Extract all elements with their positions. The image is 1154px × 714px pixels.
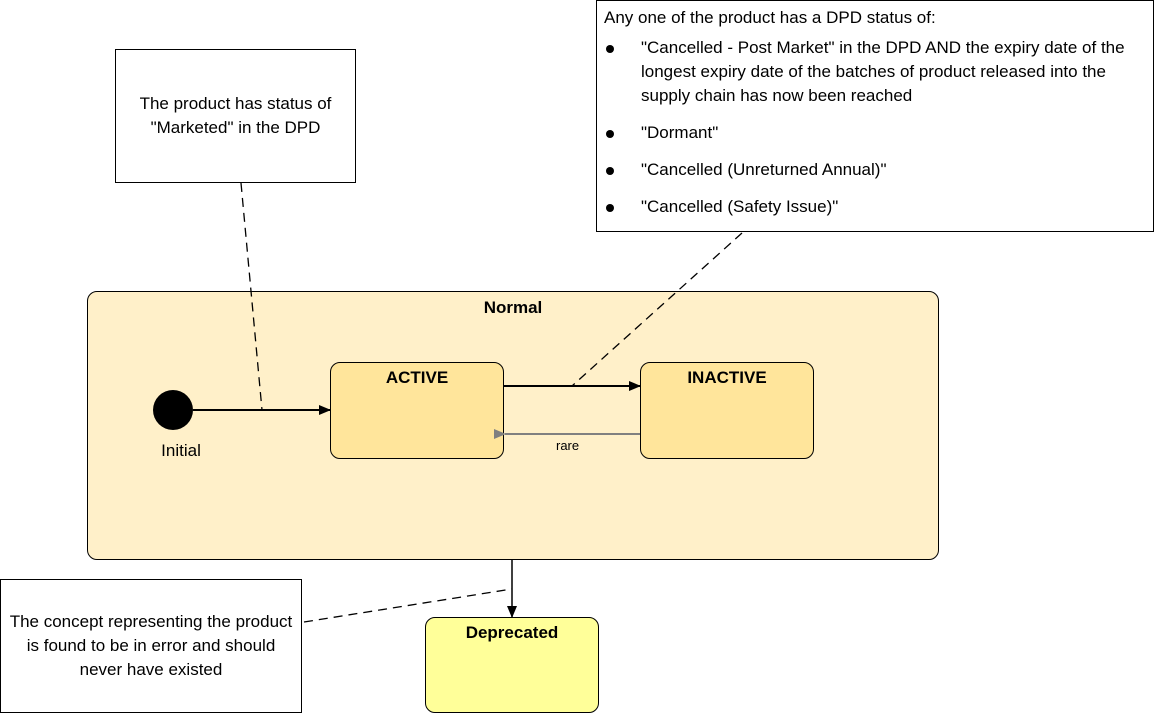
note-dpd-item: "Cancelled (Safety Issue)": [604, 195, 1147, 219]
note-dpd-item-text: "Cancelled (Safety Issue)": [641, 197, 839, 216]
note-dpd-item-text: "Cancelled - Post Market" in the DPD AND…: [641, 38, 1125, 105]
note-marketed-text: The product has status of "Marketed" in …: [139, 94, 332, 137]
state-active-title: ACTIVE: [385, 368, 449, 387]
bullet-icon: [606, 130, 614, 138]
note-dpd-item: "Cancelled - Post Market" in the DPD AND…: [604, 36, 1147, 108]
note-connector-error: [303, 588, 513, 623]
state-normal-title: Normal: [483, 298, 543, 317]
state-inactive: INACTIVE: [640, 362, 814, 459]
note-dpd-item: "Dormant": [604, 121, 1147, 145]
initial-label: Initial: [161, 441, 201, 460]
note-error: The concept representing the product is …: [0, 579, 302, 713]
note-dpd-intro: Any one of the product has a DPD status …: [604, 8, 936, 27]
bullet-icon: [606, 45, 614, 53]
bullet-icon: [606, 204, 614, 212]
rare-transition-label: rare: [554, 438, 582, 453]
bullet-icon: [606, 167, 614, 175]
note-dpd-status: Any one of the product has a DPD status …: [596, 0, 1154, 232]
state-deprecated-title: Deprecated: [465, 623, 559, 642]
note-dpd-item: "Cancelled (Unreturned Annual)": [604, 158, 1147, 182]
note-connector-marketed: [240, 182, 263, 411]
note-connector-dpd: [571, 232, 743, 387]
note-dpd-item-text: "Cancelled (Unreturned Annual)": [641, 160, 887, 179]
note-dpd-list: "Cancelled - Post Market" in the DPD AND…: [604, 36, 1147, 219]
state-inactive-title: INACTIVE: [687, 368, 767, 387]
state-deprecated: Deprecated: [425, 617, 599, 713]
initial-node: [153, 390, 193, 430]
note-error-text: The concept representing the product is …: [9, 612, 293, 679]
note-marketed: The product has status of "Marketed" in …: [115, 49, 356, 183]
note-dpd-item-text: "Dormant": [641, 123, 719, 142]
